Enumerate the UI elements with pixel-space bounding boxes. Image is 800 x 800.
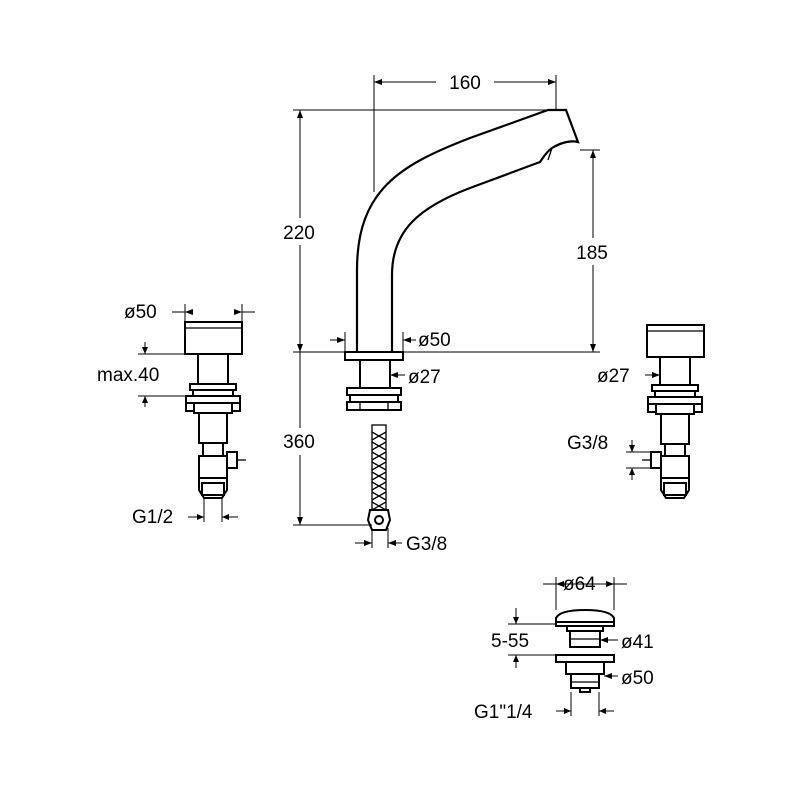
spout bbox=[344, 108, 580, 531]
dim-spout-height: 220 bbox=[283, 223, 315, 244]
dim-spout-base-dia: ø50 bbox=[418, 330, 451, 351]
dim-spout-below-deck: 360 bbox=[283, 432, 315, 453]
dim-waste-body-dia: ø41 bbox=[621, 632, 654, 653]
dim-left-thread: G1/2 bbox=[132, 507, 173, 528]
right-valve bbox=[642, 324, 705, 499]
dim-spout-hose-thread: G3/8 bbox=[406, 534, 447, 555]
left-valve-dimensions: ø50 max.40 G1/2 bbox=[97, 302, 255, 528]
dim-right-shank-dia: ø27 bbox=[597, 366, 630, 387]
waste-drain bbox=[555, 608, 615, 693]
dim-waste-thread: G1"1/4 bbox=[474, 702, 533, 723]
dim-waste-nut-dia: ø50 bbox=[621, 668, 654, 689]
dim-spout-reach: 160 bbox=[449, 73, 481, 94]
dim-waste-range: 5-55 bbox=[491, 631, 529, 652]
dim-right-thread: G3/8 bbox=[567, 433, 608, 454]
dim-spout-outlet-height: 185 bbox=[576, 243, 608, 264]
flexible-hose bbox=[371, 424, 387, 511]
waste-dimensions: ø64 5-55 ø41 ø50 G1"1/4 bbox=[474, 574, 654, 723]
right-valve-dimensions: ø27 G3/8 bbox=[567, 366, 660, 480]
dim-spout-shank-dia: ø27 bbox=[408, 367, 441, 388]
spout-dimensions: 160 220 185 ø50 ø27 360 G3/8 bbox=[283, 73, 608, 555]
dim-left-handle-dia: ø50 bbox=[124, 302, 157, 323]
left-valve bbox=[184, 321, 246, 499]
dim-left-deck-thickness: max.40 bbox=[97, 365, 159, 386]
dim-waste-top-dia: ø64 bbox=[563, 574, 596, 595]
